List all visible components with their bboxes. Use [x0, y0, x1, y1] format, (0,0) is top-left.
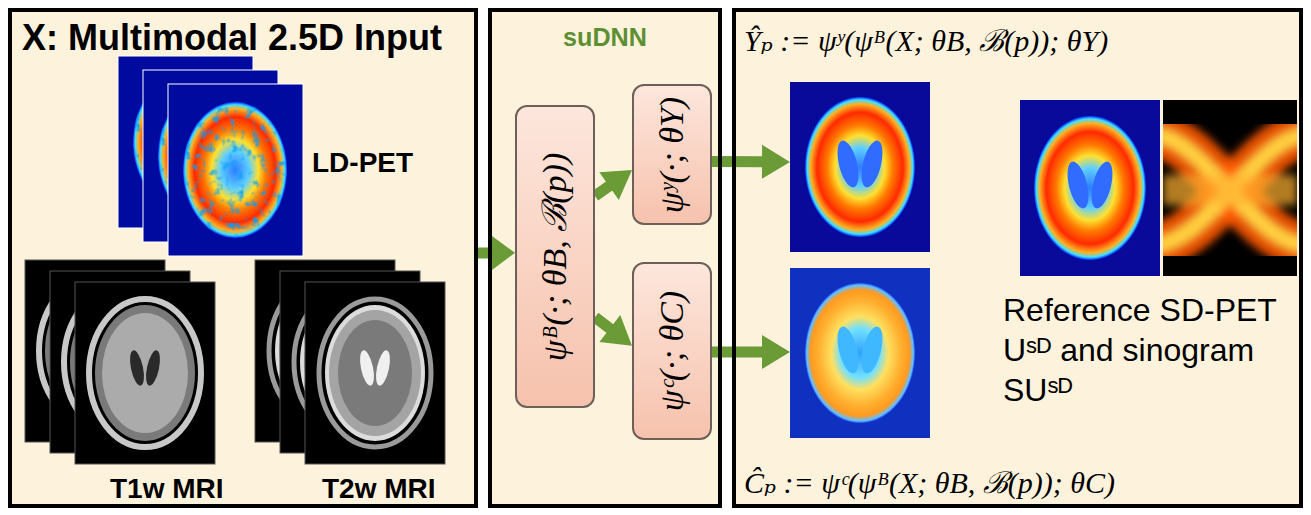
head-block: ψᶜ(·; θC) [632, 262, 712, 440]
modality-label: T2w MRI [322, 474, 436, 505]
pet-image [1020, 100, 1160, 276]
pet-image [790, 268, 930, 438]
backbone-block: ψᴮ(·; θB, ℬ(p)) [515, 105, 595, 408]
head-block: ψʸ(·; θY) [632, 84, 712, 225]
panel-title: suDNN [492, 24, 718, 52]
block-formula: ψᴮ(·; θB, ℬ(p)) [536, 152, 573, 360]
sinogram-image [1153, 100, 1307, 276]
input-panel: X: Multimodal 2.5D Input [8, 8, 478, 508]
network-panel: ψᴮ(·; θB, ℬ(p)) ψʸ(·; θY) ψᶜ(·; θC) suDNN [488, 8, 722, 508]
output-panel: Ŷₚ := ψʸ(ψᴮ(X; θB, ℬ(p)); θY) Ĉₚ := ψᶜ(ψᴮ… [732, 8, 1303, 508]
modality-label: T1w MRI [110, 474, 224, 505]
arrow-head [599, 170, 632, 200]
arrow-connector [712, 145, 790, 179]
block-formula: ψʸ(·; θY) [653, 96, 690, 212]
arrow-head [492, 236, 515, 270]
arrow-connector [478, 236, 515, 270]
mri-slice [75, 282, 215, 464]
arrow-head [762, 335, 790, 369]
pet-slice [168, 84, 303, 256]
arrow-head [599, 315, 632, 346]
arrow-connector [595, 315, 632, 346]
output-formula: Ĉₚ := ψᶜ(ψᴮ(X; θB, ℬ(p)); θC) [744, 466, 1115, 499]
arrow-shaft [595, 317, 611, 329]
modality-label: LD-PET [312, 148, 413, 179]
mri-slice [305, 282, 445, 464]
output-image: Ŷₚ := ψʸ(ψᴮ(X; θB, ℬ(p)); θY) [790, 82, 930, 252]
panel-ground [488, 8, 722, 508]
panel-ground [8, 8, 478, 508]
reference-caption: Reference SD-PET Uˢᴰ and sinogram SUˢᴰ [1003, 290, 1293, 410]
block-formula: ψᶜ(·; θC) [653, 291, 690, 411]
panel-title: X: Multimodal 2.5D Input [22, 18, 442, 58]
output-formula: Ŷₚ := ψʸ(ψᴮ(X; θB, ℬ(p)); θY) [744, 24, 1108, 57]
arrow-head [762, 145, 790, 179]
arrow-connector [712, 335, 790, 369]
arrow-connector [595, 170, 632, 200]
arrow-shaft [595, 185, 610, 195]
output-image: Ĉₚ := ψᶜ(ψᴮ(X; θB, ℬ(p)); θC) [790, 268, 930, 438]
pet-image [790, 82, 930, 252]
